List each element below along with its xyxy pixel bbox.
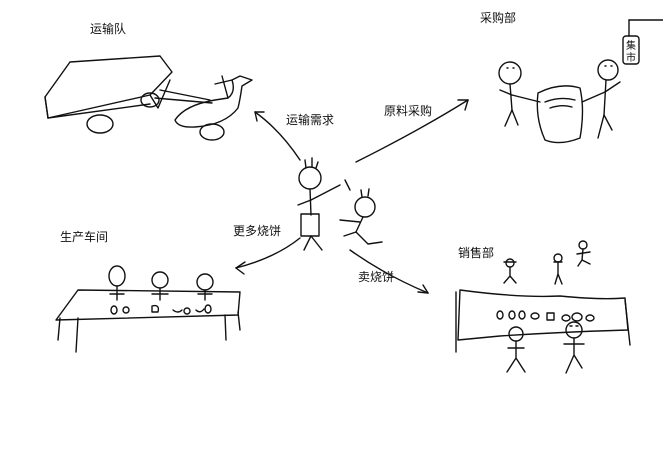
production-table bbox=[55, 289, 241, 353]
market-sign-char-1: 集 bbox=[626, 39, 636, 52]
purchasing-sack bbox=[536, 85, 584, 144]
label-production-workshop: 生产车间 bbox=[60, 230, 109, 244]
arrow-label-more-pancakes: 更多烧饼 bbox=[233, 224, 282, 238]
sales-stall bbox=[455, 289, 631, 353]
market-sign-char-2: 市 bbox=[626, 51, 636, 64]
purchasing-person-right bbox=[581, 59, 621, 139]
arrow-sell-pancakes bbox=[349, 249, 429, 294]
label-transport-team: 运输队 bbox=[90, 22, 127, 36]
production-pancakes bbox=[110, 304, 212, 315]
production-workers bbox=[108, 265, 214, 301]
arrow-raw-material-purchase bbox=[355, 99, 469, 163]
boss-figure bbox=[297, 157, 341, 251]
arrow-label-sell-pancakes: 卖烧饼 bbox=[358, 270, 395, 284]
transport-truck bbox=[44, 55, 213, 134]
arrow-label-raw-material-purchase: 原料采购 bbox=[384, 104, 433, 118]
label-sales-dept: 销售部 bbox=[458, 246, 495, 260]
market-sign: 集 市 bbox=[622, 19, 663, 65]
arrow-label-transport-demand: 运输需求 bbox=[286, 113, 335, 127]
sales-pancakes bbox=[496, 310, 595, 322]
sales-customers bbox=[503, 240, 591, 285]
purchasing-person-left bbox=[498, 61, 541, 127]
arrow-transport-demand bbox=[254, 111, 301, 161]
transport-horse bbox=[174, 75, 253, 141]
helper-figure bbox=[339, 179, 383, 245]
sales-sellers bbox=[506, 321, 585, 374]
label-purchasing-dept: 采购部 bbox=[480, 11, 517, 25]
arrow-more-pancakes bbox=[235, 237, 301, 275]
